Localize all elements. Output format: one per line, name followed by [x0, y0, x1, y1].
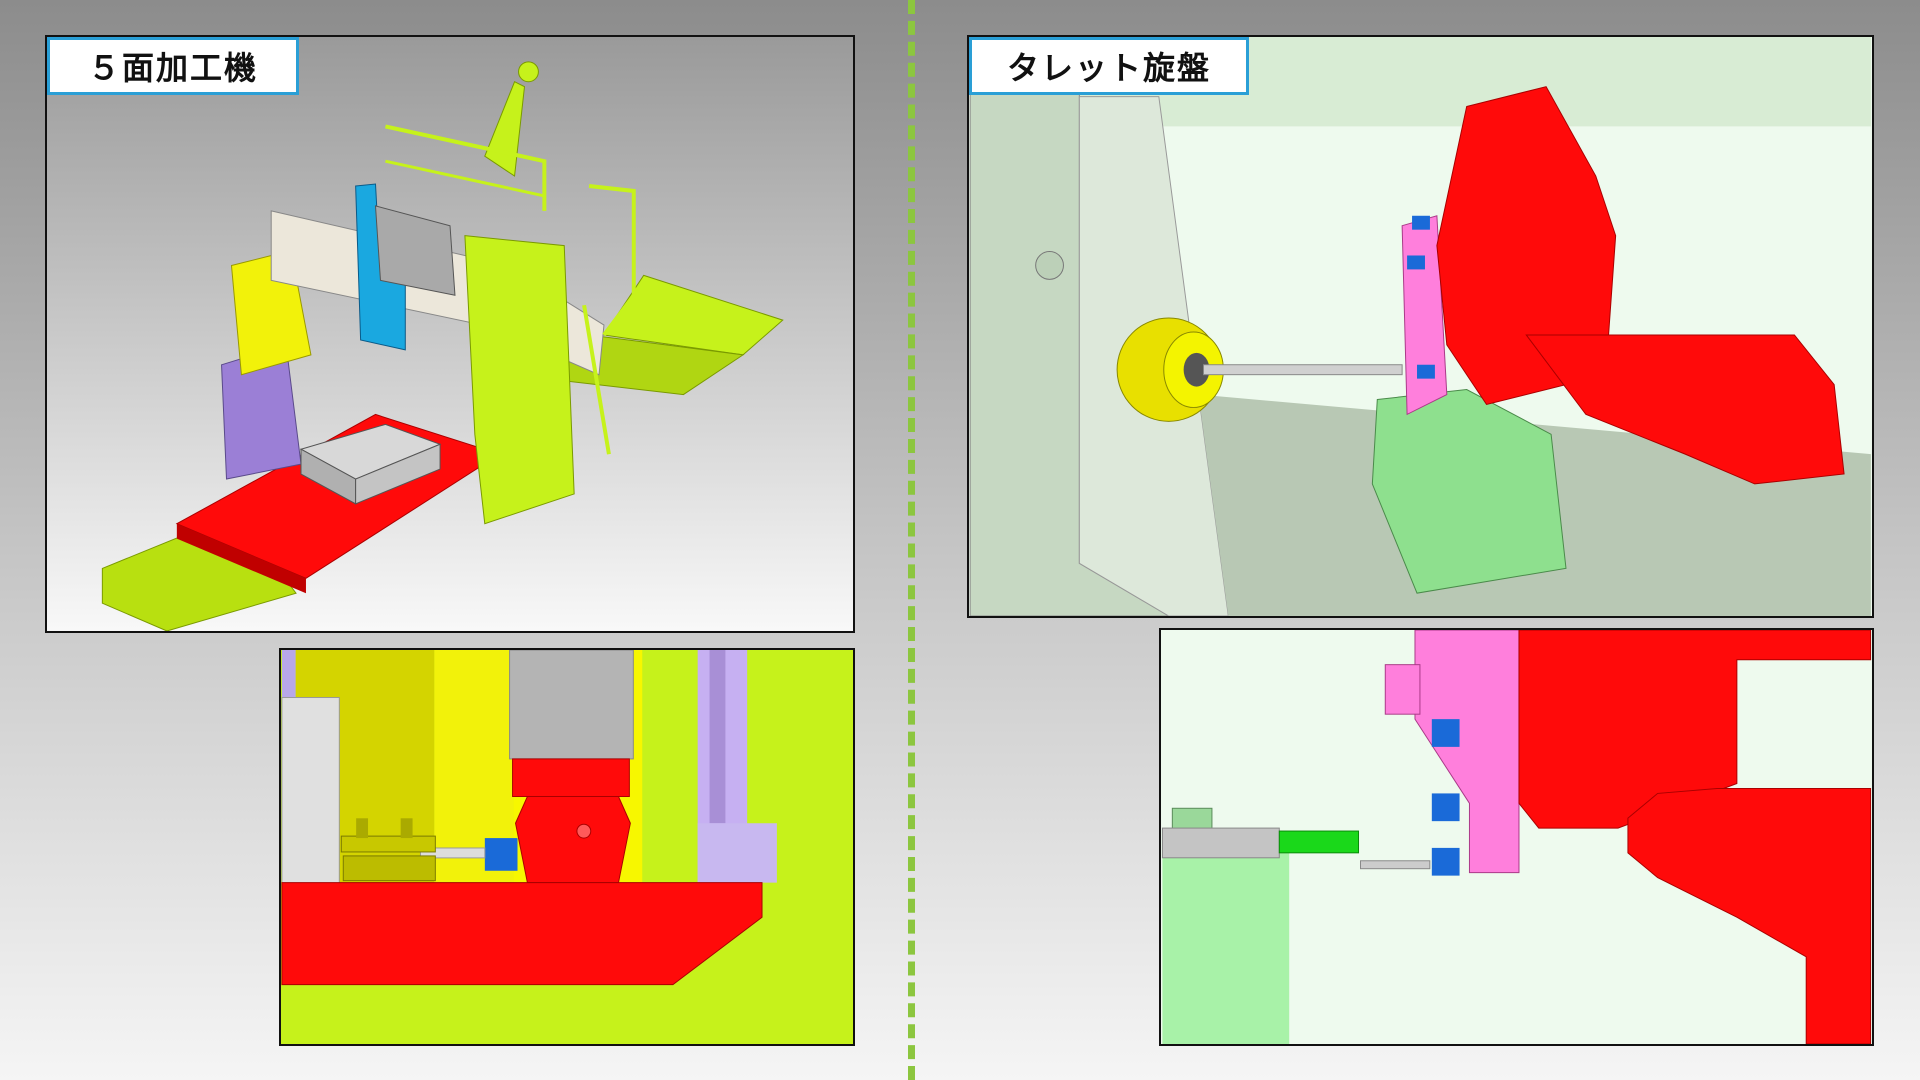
five-face-machine-label: ５面加工機 — [47, 37, 299, 95]
five-face-machine-view[interactable] — [45, 35, 855, 633]
turret-lathe-detail-view[interactable] — [1159, 628, 1874, 1046]
green-block — [1162, 852, 1290, 1044]
right-column — [464, 235, 575, 525]
red-tailstock — [1627, 787, 1872, 1044]
turret-lathe-view[interactable] — [967, 35, 1874, 618]
pink-turret-plate — [1414, 630, 1520, 874]
gray-head — [509, 650, 634, 760]
red-spindle — [512, 758, 630, 798]
spindle-head — [374, 205, 456, 296]
blue-tool-holder — [484, 838, 518, 871]
turret-lathe-label: タレット旋盤 — [969, 37, 1249, 95]
red-arm — [1525, 334, 1845, 485]
five-face-machine-detail-model — [281, 650, 853, 1044]
green-saddle — [1371, 389, 1567, 594]
turret-lathe-model — [969, 37, 1871, 616]
five-face-machine-detail-view[interactable] — [279, 648, 855, 1046]
five-face-machine-model — [101, 61, 784, 631]
green-workpiece — [1278, 830, 1360, 854]
workpiece-bar — [1203, 364, 1403, 376]
gray-spindle — [1161, 827, 1280, 859]
turret-lathe-detail-model — [1161, 630, 1872, 1044]
red-table — [281, 882, 763, 986]
center-divider — [908, 0, 915, 1080]
